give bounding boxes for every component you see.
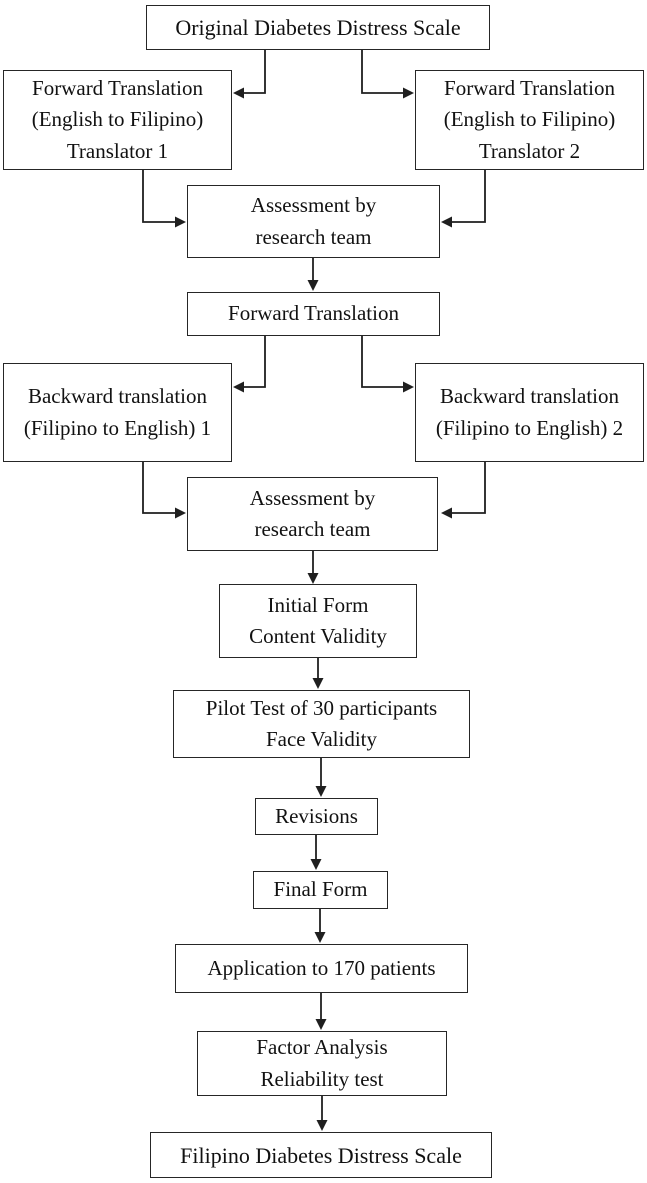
node-label-line: research team	[255, 224, 372, 249]
node-label-line: Assessment by	[249, 485, 376, 510]
node-label-line: research team	[254, 517, 371, 541]
arrowhead-icon	[314, 932, 326, 943]
arrowhead-icon	[315, 786, 327, 797]
node-label-line: Translator 1	[66, 138, 169, 163]
node-label-line: (English to Filipino)	[31, 107, 204, 132]
node-label-line: Filipino Diabetes Distress Scale	[180, 1142, 462, 1168]
arrowhead-icon	[316, 1120, 328, 1131]
connector-line-original-to-forward-2	[361, 50, 403, 94]
arrowhead-icon	[307, 573, 319, 584]
node-forward-translation: Forward Translation	[187, 292, 440, 336]
node-filipino-scale: Filipino Diabetes Distress Scale	[150, 1132, 492, 1178]
connector-line-forward-1-to-assessment-1	[142, 170, 175, 223]
node-label-line: (Filipino to English) 1	[23, 415, 212, 440]
node-backward-translation-1: Backward translation (Filipino to English…	[3, 363, 232, 462]
arrowhead-icon	[233, 87, 244, 99]
node-revisions: Revisions	[255, 798, 378, 835]
node-final-form: Final Form	[253, 871, 388, 909]
node-label-line: Forward Translation	[32, 75, 203, 100]
arrowhead-icon	[233, 381, 244, 393]
node-label-line: Factor Analysis	[256, 1035, 388, 1059]
connector-line-forward-translation-to-backward-1	[244, 336, 266, 388]
connector-line-forward-2-to-assessment-1	[452, 170, 486, 223]
arrowhead-icon	[312, 678, 324, 689]
node-label-line: Backward translation	[27, 384, 208, 408]
node-forward-translator-1: Forward Translation (English to Filipino)…	[3, 70, 232, 170]
node-label-line: Pilot Test of 30 participants	[205, 695, 438, 720]
node-label-line: Assessment by	[250, 193, 377, 217]
arrowhead-icon	[441, 216, 452, 228]
node-label-line: Reliability test	[260, 1066, 384, 1091]
arrowhead-icon	[175, 216, 186, 228]
arrowhead-icon	[175, 507, 186, 519]
node-label-line: Original Diabetes Distress Scale	[175, 15, 461, 40]
node-label-line: Initial Form	[267, 592, 369, 617]
node-label-line: Translator 2	[478, 138, 581, 163]
node-label-line: (Filipino to English) 2	[435, 415, 624, 440]
arrowhead-icon	[403, 381, 414, 393]
arrowhead-icon	[403, 87, 414, 99]
connector-line-forward-translation-to-backward-2	[361, 336, 403, 388]
arrowhead-icon	[441, 507, 452, 519]
node-application: Application to 170 patients	[175, 944, 468, 993]
node-original-scale: Original Diabetes Distress Scale	[146, 5, 490, 50]
node-label-line: Content Validity	[249, 624, 387, 648]
node-label-line: Final Form	[273, 877, 368, 902]
arrowhead-icon	[315, 1019, 327, 1030]
node-label-line: Revisions	[275, 803, 358, 828]
node-backward-translation-2: Backward translation (Filipino to English…	[415, 363, 644, 462]
arrowhead-icon	[310, 859, 322, 870]
connector-line-original-to-forward-1	[244, 50, 266, 94]
node-forward-translator-2: Forward Translation (English to Filipino)…	[415, 70, 644, 170]
node-label-line: Face Validity	[265, 727, 377, 751]
arrowhead-icon	[307, 280, 319, 291]
connector-line-backward-2-to-assessment-2	[452, 462, 486, 514]
node-label-line: Forward Translation	[228, 301, 399, 326]
node-label-line: Forward Translation	[444, 75, 615, 100]
node-assessment-2: Assessment by research team	[187, 477, 438, 551]
node-label-line: Backward translation	[439, 384, 620, 408]
node-assessment-1: Assessment by research team	[187, 185, 440, 258]
node-label-line: (English to Filipino)	[443, 107, 616, 132]
node-label-line: Application to 170 patients	[207, 955, 436, 980]
connector-line-backward-1-to-assessment-2	[142, 462, 175, 514]
